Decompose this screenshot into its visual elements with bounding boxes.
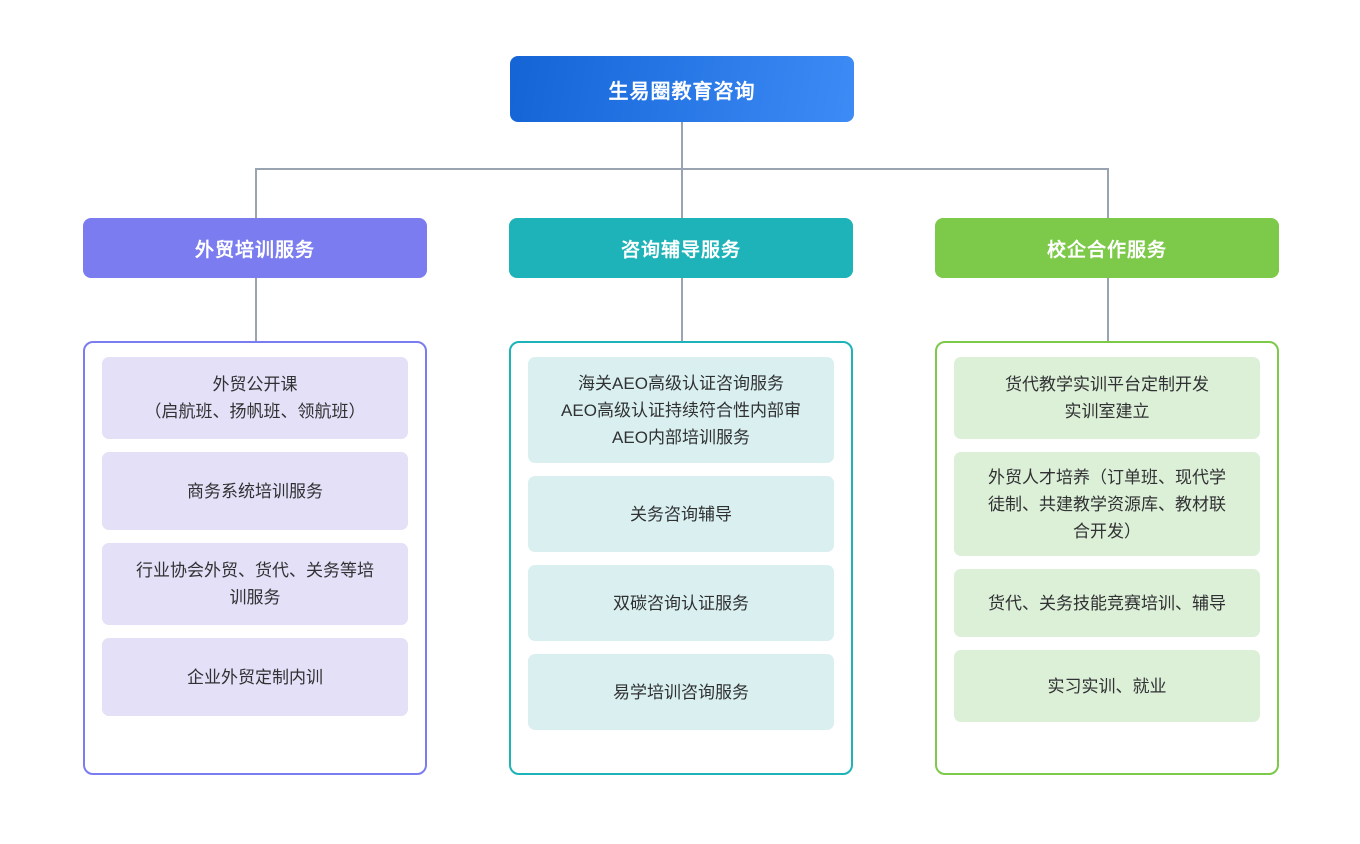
connector-drop-training — [255, 168, 257, 218]
service-item[interactable]: 货代、关务技能竞赛培训、辅导 — [954, 569, 1260, 637]
service-item[interactable]: 实习实训、就业 — [954, 650, 1260, 722]
service-item[interactable]: 外贸人才培养（订单班、现代学 徒制、共建教学资源库、教材联 合开发） — [954, 452, 1260, 556]
service-item-line: 徒制、共建教学资源库、教材联 — [988, 494, 1226, 514]
connector-root-stem — [681, 122, 683, 170]
service-item-line: 易学培训咨询服务 — [613, 682, 749, 702]
service-item-line: 行业协会外贸、货代、关务等培 — [136, 561, 374, 580]
service-item[interactable]: 外贸公开课 （启航班、扬帆班、领航班） — [102, 357, 408, 439]
service-item[interactable]: 双碳咨询认证服务 — [528, 565, 834, 641]
service-item-line: 海关AEO高级认证咨询服务 — [578, 373, 784, 393]
service-item[interactable]: 货代教学实训平台定制开发 实训室建立 — [954, 357, 1260, 439]
service-item[interactable]: 企业外贸定制内训 — [102, 638, 408, 716]
branch-header-consulting[interactable]: 咨询辅导服务 — [509, 218, 853, 278]
service-item-line: 合开发） — [1073, 521, 1141, 541]
branch-header-school-enterprise[interactable]: 校企合作服务 — [935, 218, 1279, 278]
service-item-line: 商务系统培训服务 — [187, 481, 323, 501]
service-item[interactable]: 易学培训咨询服务 — [528, 654, 834, 730]
connector-header-to-panel-school-enterprise — [1107, 278, 1109, 341]
branch-header-label: 咨询辅导服务 — [620, 239, 741, 261]
branch-header-training[interactable]: 外贸培训服务 — [83, 218, 427, 278]
service-item[interactable]: 关务咨询辅导 — [528, 476, 834, 552]
service-item-line: 外贸人才培养（订单班、现代学 — [988, 467, 1226, 487]
branch-panel-school-enterprise: 货代教学实训平台定制开发 实训室建立 外贸人才培养（订单班、现代学 徒制、共建教… — [935, 341, 1279, 775]
service-item-line: 外贸公开课 — [212, 375, 298, 394]
service-item-line: （启航班、扬帆班、领航班） — [144, 402, 366, 421]
connector-header-to-panel-consulting — [681, 278, 683, 341]
connector-header-to-panel-training — [255, 278, 257, 341]
connector-drop-school-enterprise — [1107, 168, 1109, 218]
service-item-line: 实习实训、就业 — [1047, 676, 1167, 696]
service-item-line: 关务咨询辅导 — [630, 504, 732, 524]
service-item-line: 双碳咨询认证服务 — [613, 593, 749, 613]
service-item[interactable]: 商务系统培训服务 — [102, 452, 408, 530]
service-item-line: 企业外贸定制内训 — [187, 667, 323, 687]
service-item-line: AEO高级认证持续符合性内部审 — [561, 400, 801, 420]
service-item-line: 货代教学实训平台定制开发 — [1005, 375, 1209, 394]
service-item-line: AEO内部培训服务 — [612, 427, 750, 447]
root-node[interactable]: 生易圈教育咨询 — [510, 56, 854, 122]
service-item-line: 实训室建立 — [1064, 402, 1150, 421]
service-item[interactable]: 海关AEO高级认证咨询服务 AEO高级认证持续符合性内部审 AEO内部培训服务 — [528, 357, 834, 463]
branch-header-label: 外贸培训服务 — [194, 239, 315, 261]
service-item-line: 货代、关务技能竞赛培训、辅导 — [988, 593, 1226, 613]
branch-panel-training: 外贸公开课 （启航班、扬帆班、领航班） 商务系统培训服务 行业协会外贸、货代、关… — [83, 341, 427, 775]
service-item-line: 训服务 — [229, 588, 281, 607]
service-item[interactable]: 行业协会外贸、货代、关务等培 训服务 — [102, 543, 408, 625]
root-node-label: 生易圈教育咨询 — [608, 80, 756, 103]
branch-header-label: 校企合作服务 — [1046, 239, 1167, 261]
connector-drop-consulting — [681, 168, 683, 218]
branch-panel-consulting: 海关AEO高级认证咨询服务 AEO高级认证持续符合性内部审 AEO内部培训服务 … — [509, 341, 853, 775]
